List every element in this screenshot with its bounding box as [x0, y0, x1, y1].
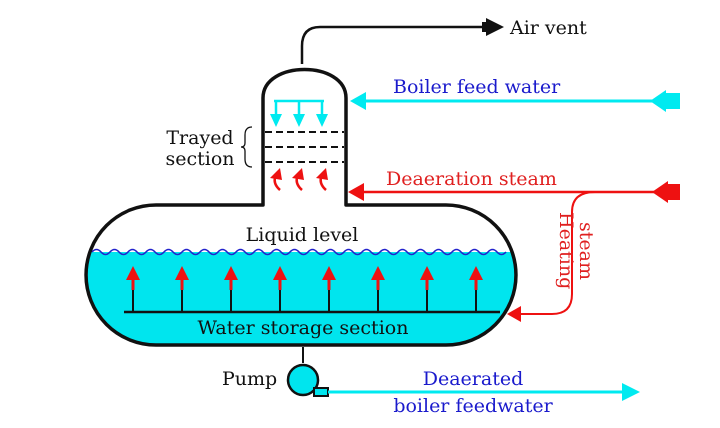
boiler-feed-water-inlet	[350, 90, 680, 112]
heating-steam-label-line2: steam	[575, 222, 597, 280]
trayed-section-label-line2: section	[165, 148, 234, 170]
deaerated-feedwater-label-line2: boiler feedwater	[393, 395, 553, 417]
trayed-section-label-line1: Trayed	[166, 127, 233, 149]
heating-steam-label-line1: Heating	[555, 212, 577, 289]
pump-icon	[286, 363, 329, 397]
trayed-section-brace	[240, 126, 253, 168]
deaeration-steam-label: Deaeration steam	[386, 168, 557, 190]
deaeration-steam-inlet	[348, 181, 680, 203]
liquid-level-label: Liquid level	[246, 224, 359, 246]
boiler-feed-water-label: Boiler feed water	[393, 76, 561, 98]
air-vent-label: Air vent	[509, 17, 587, 39]
liquid-surface-wave	[91, 248, 507, 256]
heating-steam-pipe	[520, 191, 596, 315]
vessel-outline	[84, 67, 518, 347]
heating-steam-risers	[126, 266, 483, 312]
steam-rise-arrows	[270, 168, 328, 191]
air-vent-arrow	[486, 18, 504, 36]
air-vent-pipe	[300, 25, 488, 64]
pump-label: Pump	[222, 368, 277, 390]
trays	[265, 131, 344, 163]
deaerated-feedwater-label-line1: Deaerated	[423, 368, 524, 390]
water-body	[86, 252, 516, 345]
water-storage-section-label: Water storage section	[198, 317, 409, 339]
deaerated-feedwater-outlet	[328, 383, 640, 401]
heating-steam-arrow	[507, 306, 521, 322]
feed-water-spray-arrows	[270, 99, 328, 127]
